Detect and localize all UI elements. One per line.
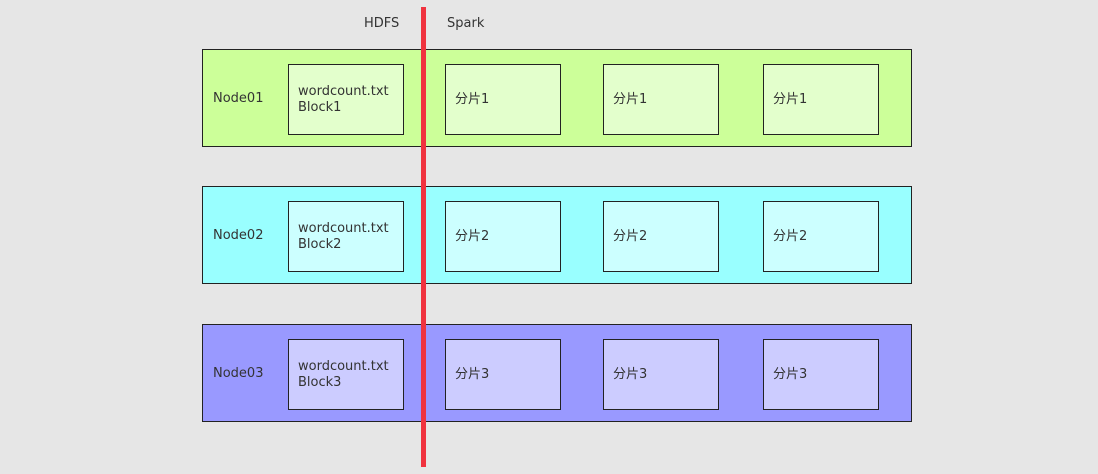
node01-partition-3: 分片1	[763, 64, 879, 135]
node02-label: Node02	[213, 228, 264, 243]
node02-partition-3-label: 分片2	[773, 229, 808, 244]
node02-partition-3: 分片2	[763, 201, 879, 272]
node03-label: Node03	[213, 366, 264, 381]
node01-band: Node01 wordcount.txt Block1 分片1 分片1 分片1	[202, 49, 912, 147]
hdfs-label: HDFS	[364, 16, 400, 31]
node03-partition-2: 分片3	[603, 339, 719, 410]
node02-hdfs-block: wordcount.txt Block2	[288, 201, 404, 272]
node03-block-file: wordcount.txt	[298, 359, 389, 374]
hdfs-spark-divider-line	[421, 7, 426, 467]
node02-block-file: wordcount.txt	[298, 221, 389, 236]
node02-partition-2-label: 分片2	[613, 229, 648, 244]
node03-band: Node03 wordcount.txt Block3 分片3 分片3 分片3	[202, 324, 912, 422]
node02-partition-1-label: 分片2	[455, 229, 490, 244]
node03-partition-3: 分片3	[763, 339, 879, 410]
node02-partition-2: 分片2	[603, 201, 719, 272]
node03-partition-1: 分片3	[445, 339, 561, 410]
spark-label: Spark	[447, 16, 485, 31]
node01-label: Node01	[213, 91, 264, 106]
node01-partition-3-label: 分片1	[773, 92, 808, 107]
node03-partition-1-label: 分片3	[455, 367, 490, 382]
node01-partition-1: 分片1	[445, 64, 561, 135]
node01-partition-2-label: 分片1	[613, 92, 648, 107]
node01-block-file: wordcount.txt	[298, 84, 389, 99]
node01-hdfs-block: wordcount.txt Block1	[288, 64, 404, 135]
node02-block-name: Block2	[298, 237, 342, 252]
node02-partition-1: 分片2	[445, 201, 561, 272]
node01-partition-2: 分片1	[603, 64, 719, 135]
node03-partition-2-label: 分片3	[613, 367, 648, 382]
node02-band: Node02 wordcount.txt Block2 分片2 分片2 分片2	[202, 186, 912, 284]
node03-partition-3-label: 分片3	[773, 367, 808, 382]
node01-block-name: Block1	[298, 100, 342, 115]
node03-hdfs-block: wordcount.txt Block3	[288, 339, 404, 410]
node03-block-name: Block3	[298, 375, 342, 390]
node01-partition-1-label: 分片1	[455, 92, 490, 107]
